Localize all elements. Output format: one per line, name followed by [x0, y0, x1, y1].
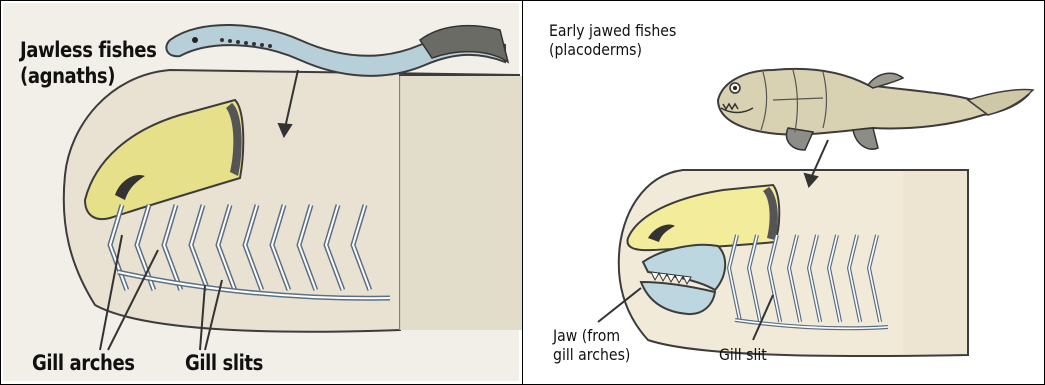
- label-jaw: Jaw (from gill arches): [553, 326, 630, 364]
- title-jawless: Jawless fishes (agnaths): [20, 37, 156, 89]
- body-section: [400, 76, 522, 330]
- label-gill-arches: Gill arches: [32, 350, 135, 376]
- title-jawed: Early jawed fishes (placoderms): [549, 21, 676, 59]
- title-jawless-line1: Jawless fishes: [20, 37, 156, 63]
- label-jaw-line2: gill arches): [553, 345, 630, 364]
- title-jawless-line2: (agnaths): [20, 63, 156, 89]
- body-section: [903, 171, 967, 354]
- label-gill-slit: Gill slit: [719, 345, 767, 364]
- panel-jawless-fishes: Jawless fishes (agnaths) Gill arches Gil…: [0, 0, 522, 385]
- title-jawed-line1: Early jawed fishes: [549, 21, 676, 40]
- title-jawed-line2: (placoderms): [549, 40, 676, 59]
- lamprey-eye: [192, 37, 198, 43]
- panel-jawed-fishes: Early jawed fishes (placoderms) Jaw (fro…: [523, 0, 1045, 385]
- label-gill-slits: Gill slits: [185, 350, 263, 376]
- label-jaw-line1: Jaw (from: [553, 326, 630, 345]
